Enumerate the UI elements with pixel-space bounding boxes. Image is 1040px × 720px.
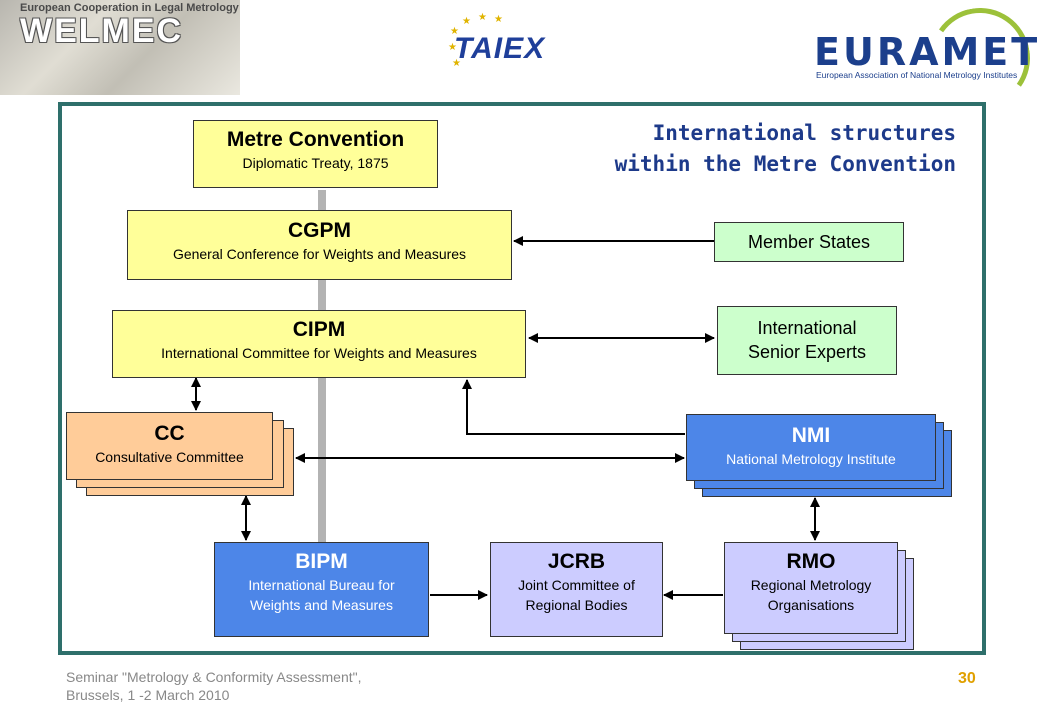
star-icon: ★ (450, 26, 459, 37)
star-icon: ★ (452, 58, 461, 69)
node-title: CIPM (292, 318, 346, 341)
node-subtitle-line-2: Organisations (767, 597, 855, 613)
node-label-line-2: Senior Experts (747, 342, 867, 362)
node-member-states: Member States (714, 222, 904, 262)
taiex-logo: ★ ★ ★ ★ ★ ★ TAIEX (440, 12, 550, 72)
node-subtitle-line-2: Regional Bodies (525, 597, 628, 613)
node-bipm: BIPM International Bureau for Weights an… (214, 542, 429, 637)
node-rmo: RMO Regional Metrology Organisations (724, 542, 898, 634)
euramet-tagline: European Association of National Metrolo… (816, 70, 1018, 80)
euramet-logo: EURAMET European Association of National… (810, 0, 1040, 116)
node-title: NMI (791, 424, 831, 447)
node-metre-convention: Metre Convention Diplomatic Treaty, 1875 (193, 120, 438, 188)
star-icon: ★ (494, 14, 503, 25)
footer-seminar: Seminar "Metrology & Conformity Assessme… (66, 668, 361, 704)
node-nmi: NMI National Metrology Institute (686, 414, 936, 481)
node-title: JCRB (547, 550, 606, 573)
node-title: Metre Convention (226, 128, 405, 151)
heading-line-1: International structures (652, 121, 956, 145)
node-title: RMO (786, 550, 836, 573)
node-subtitle: Diplomatic Treaty, 1875 (242, 155, 389, 171)
node-subtitle-line-2: Weights and Measures (250, 597, 393, 613)
node-subtitle: Consultative Committee (95, 449, 244, 465)
page-number: 30 (958, 670, 976, 687)
welmec-wordmark: WELMEC (20, 12, 184, 50)
node-subtitle: General Conference for Weights and Measu… (172, 246, 467, 262)
node-cipm: CIPM International Committee for Weights… (112, 310, 526, 378)
footer-line-1: Seminar "Metrology & Conformity Assessme… (66, 669, 362, 685)
star-icon: ★ (478, 12, 487, 23)
welmec-logo: European Cooperation in Legal Metrology … (0, 0, 240, 95)
welmec-handshake-image (0, 0, 240, 95)
node-subtitle-line-1: Joint Committee of (518, 577, 635, 593)
star-icon: ★ (448, 42, 457, 53)
footer-line-2: Brussels, 1 -2 March 2010 (66, 687, 230, 703)
node-senior-experts: International Senior Experts (717, 306, 897, 375)
node-cc: CC Consultative Committee (66, 412, 273, 480)
node-label: Member States (747, 232, 871, 252)
node-cgpm: CGPM General Conference for Weights and … (127, 210, 512, 280)
euramet-wordmark: EURAMET (814, 30, 1040, 74)
node-jcrb: JCRB Joint Committee of Regional Bodies (490, 542, 663, 637)
node-subtitle: National Metrology Institute (726, 451, 896, 467)
diagram-frame (58, 102, 986, 655)
arrow-nmi-to-cipm (462, 379, 685, 435)
node-subtitle: International Committee for Weights and … (161, 345, 477, 361)
node-subtitle-line-1: International Bureau for (248, 577, 395, 593)
welmec-tagline: European Cooperation in Legal Metrology (20, 2, 239, 14)
star-icon: ★ (462, 16, 471, 27)
heading-line-2: within the Metre Convention (614, 152, 956, 176)
node-subtitle-line-1: Regional Metrology (750, 577, 872, 593)
node-title: CC (154, 422, 185, 445)
node-title: CGPM (288, 219, 351, 242)
node-label-line-1: International (757, 318, 857, 338)
diagram-heading: International structures within the Metr… (500, 118, 956, 180)
node-title: BIPM (295, 550, 348, 573)
taiex-wordmark: TAIEX (454, 32, 546, 65)
